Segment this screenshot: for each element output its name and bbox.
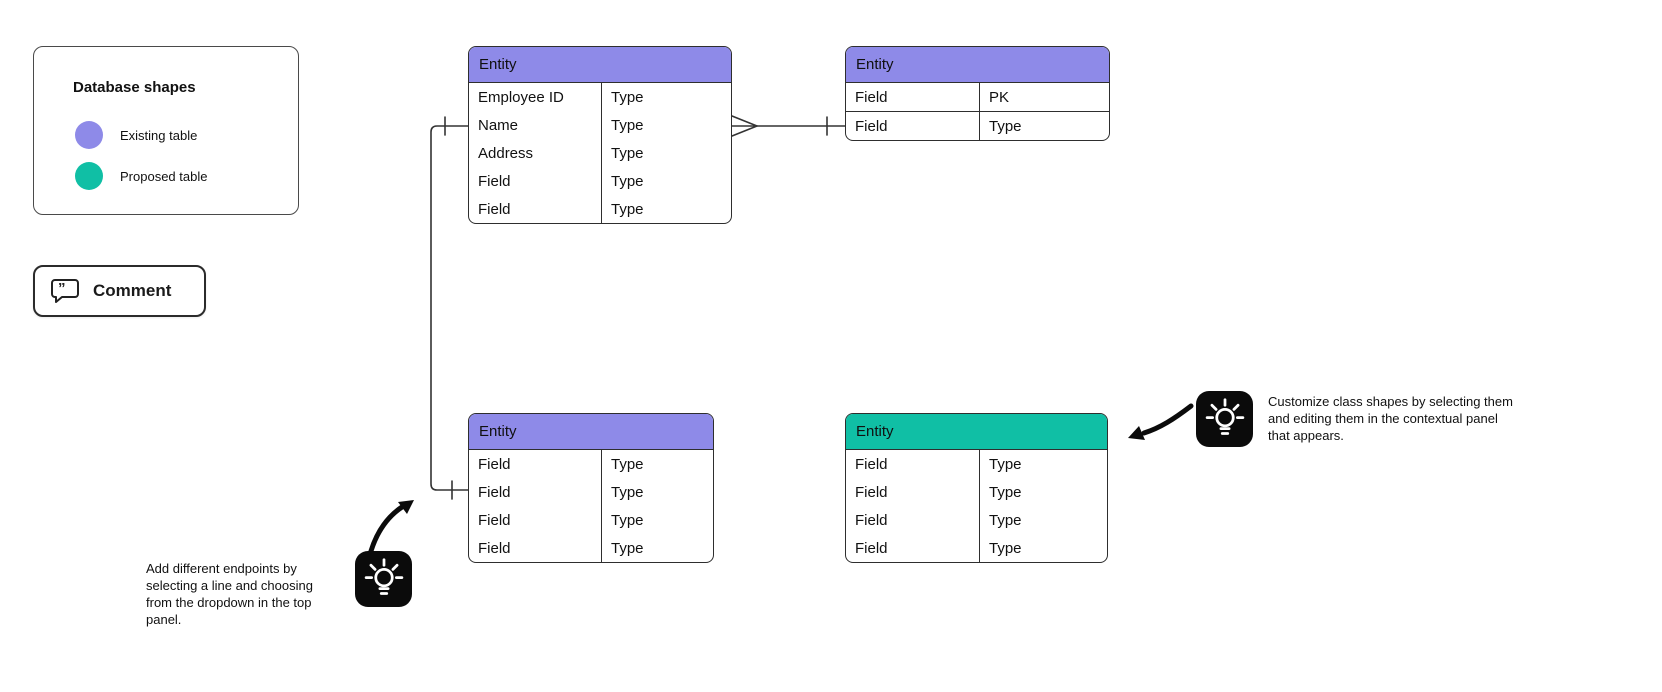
comment-button-label: Comment: [93, 281, 172, 300]
field-name-cell[interactable]: Field: [855, 483, 888, 501]
svg-text:”: ”: [58, 280, 66, 297]
table-row: Field Type: [846, 450, 1107, 478]
arrow-to-line: [368, 504, 405, 554]
field-type-cell[interactable]: Type: [601, 478, 713, 506]
existing-table-swatch: [75, 121, 103, 149]
annotation-text-customize[interactable]: Customize class shapes by selecting them…: [1268, 394, 1513, 443]
table-row: Field Type: [846, 506, 1107, 534]
table-row: Field Type: [469, 195, 731, 223]
field-name-cell[interactable]: Field: [478, 539, 511, 557]
field-type-cell[interactable]: Type: [979, 112, 1109, 140]
field-type-cell[interactable]: Type: [601, 506, 713, 534]
entity-table-proposed[interactable]: Entity Field Type Field Type Field Type …: [845, 413, 1108, 563]
field-name-cell[interactable]: Field: [855, 88, 888, 106]
field-type-cell[interactable]: Type: [601, 139, 731, 167]
field-name-cell[interactable]: Name: [478, 116, 519, 134]
field-name-cell[interactable]: Field: [855, 539, 888, 557]
table-row: Field Type: [469, 506, 713, 534]
comment-button[interactable]: ” Comment: [33, 265, 206, 317]
field-name-cell[interactable]: Field: [478, 172, 511, 190]
field-type-cell[interactable]: Type: [979, 506, 1107, 534]
entity-header[interactable]: Entity: [846, 47, 1109, 83]
legend-item-existing: Existing table: [75, 121, 197, 149]
entity-header[interactable]: Entity: [469, 414, 713, 450]
entity-header[interactable]: Entity: [469, 47, 731, 83]
arrowhead-left: [1128, 426, 1145, 440]
field-name-cell[interactable]: Field: [855, 455, 888, 473]
field-type-cell[interactable]: PK: [979, 83, 1109, 111]
table-row: Name Type: [469, 111, 731, 139]
field-name-cell[interactable]: Field: [478, 455, 511, 473]
table-row: Field Type: [469, 450, 713, 478]
table-row: Field Type: [469, 167, 731, 195]
table-row: Field Type: [846, 478, 1107, 506]
annotation-text-endpoints[interactable]: Add different endpoints by selecting a l…: [146, 561, 313, 627]
entity-header[interactable]: Entity: [846, 414, 1107, 450]
table-row: Field Type: [846, 534, 1107, 562]
field-type-cell[interactable]: Type: [601, 534, 713, 562]
legend-item-proposed: Proposed table: [75, 162, 207, 190]
field-name-cell[interactable]: Address: [478, 144, 534, 162]
field-name-cell[interactable]: Field: [855, 117, 888, 135]
field-name-cell[interactable]: Employee ID: [478, 88, 564, 106]
legend-label-proposed: Proposed table: [120, 168, 208, 184]
field-name-cell[interactable]: Field: [478, 483, 511, 501]
proposed-table-swatch: [75, 162, 103, 190]
entity-table-bottom-left[interactable]: Entity Field Type Field Type Field Type …: [468, 413, 714, 563]
connector-one-to-one[interactable]: [430, 116, 469, 500]
field-type-cell[interactable]: Type: [979, 534, 1107, 562]
field-type-cell[interactable]: Type: [601, 450, 713, 478]
legend-panel[interactable]: Database shapes Existing table Proposed …: [33, 46, 299, 215]
comment-quote-icon: ”: [51, 279, 79, 303]
table-row: Address Type: [469, 139, 731, 167]
table-row: Field PK: [846, 83, 1109, 111]
field-type-cell[interactable]: Type: [979, 450, 1107, 478]
field-type-cell[interactable]: Type: [601, 111, 731, 139]
table-row: Field Type: [846, 111, 1109, 140]
table-row: Field Type: [469, 534, 713, 562]
table-row: Field Type: [469, 478, 713, 506]
entity-table-employees[interactable]: Entity Employee ID Type Name Type Addres…: [468, 46, 732, 224]
field-type-cell[interactable]: Type: [601, 195, 731, 223]
legend-title: Database shapes: [73, 79, 196, 96]
arrowhead-up-right: [398, 500, 414, 514]
field-name-cell[interactable]: Field: [478, 200, 511, 218]
table-row: Employee ID Type: [469, 83, 731, 111]
lightbulb-icon[interactable]: [355, 551, 412, 607]
field-name-cell[interactable]: Field: [478, 511, 511, 529]
entity-table-pk[interactable]: Entity Field PK Field Type: [845, 46, 1110, 141]
arrow-to-table: [1141, 403, 1194, 436]
lightbulb-icon[interactable]: [1196, 391, 1253, 447]
legend-label-existing: Existing table: [120, 127, 198, 143]
field-type-cell[interactable]: Type: [601, 83, 731, 111]
field-name-cell[interactable]: Field: [855, 511, 888, 529]
field-type-cell[interactable]: Type: [601, 167, 731, 195]
connector-many-to-one[interactable]: [731, 115, 846, 137]
field-type-cell[interactable]: Type: [979, 478, 1107, 506]
